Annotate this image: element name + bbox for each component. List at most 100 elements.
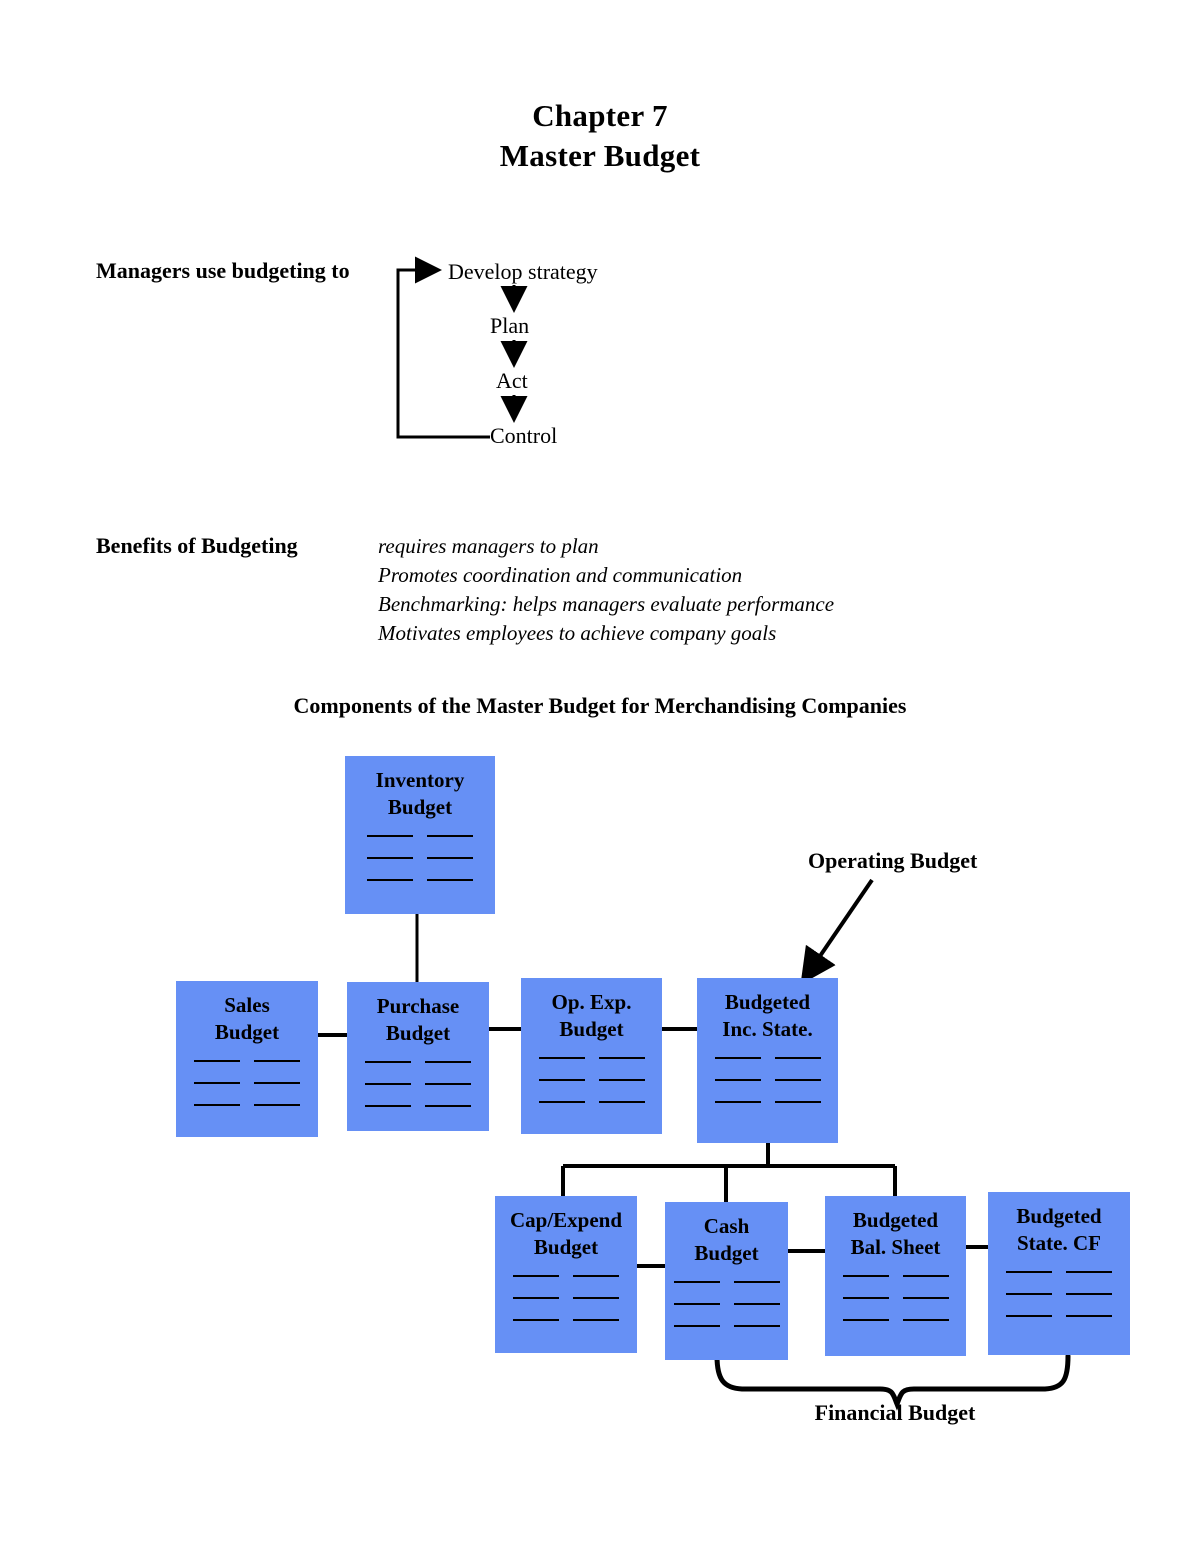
- rule-row: [194, 1060, 300, 1062]
- box-label: Purchase Budget: [376, 994, 460, 1045]
- rule-segment: [365, 1061, 411, 1063]
- cycle-step-plan: Plan: [490, 313, 530, 338]
- rule-row: [538, 1101, 645, 1103]
- components-heading: Components of the Master Budget for Merc…: [293, 693, 907, 718]
- rule-segment: [367, 857, 413, 859]
- page-title: Chapter 7 Master Budget: [0, 96, 1200, 176]
- rule-row: [365, 1083, 471, 1085]
- rule-row: [842, 1297, 949, 1299]
- box-budgeted-inc-state[interactable]: Budgeted Inc. State.: [697, 978, 838, 1143]
- rule-row: [1006, 1315, 1112, 1317]
- rule-row: [842, 1319, 949, 1321]
- rule-segment: [774, 1101, 821, 1103]
- operating-budget-label: Operating Budget: [808, 848, 978, 873]
- rule-segment: [598, 1079, 645, 1081]
- rule-segment: [902, 1275, 949, 1277]
- rule-row: [367, 879, 473, 881]
- rule-segment: [538, 1057, 585, 1059]
- box-label: Op. Exp. Budget: [551, 990, 632, 1041]
- box-label: Budgeted State. CF: [1016, 1204, 1102, 1255]
- box-rule-lines: [521, 1057, 662, 1103]
- box-cap-expend-budget[interactable]: Cap/Expend Budget: [495, 1196, 637, 1353]
- box-rule-lines: [988, 1271, 1130, 1317]
- rule-segment: [1066, 1271, 1112, 1273]
- box-budgeted-bal-sheet[interactable]: Budgeted Bal. Sheet: [825, 1196, 966, 1356]
- cycle-step-control: Control: [490, 423, 558, 448]
- rule-segment: [513, 1275, 559, 1277]
- rule-segment: [673, 1303, 720, 1305]
- rule-row: [367, 835, 473, 837]
- rule-segment: [733, 1325, 780, 1327]
- rule-segment: [1066, 1315, 1112, 1317]
- rule-segment: [365, 1105, 411, 1107]
- rule-segment: [194, 1082, 240, 1084]
- rule-row: [673, 1303, 780, 1305]
- rule-segment: [538, 1101, 585, 1103]
- financial-budget-label: Financial Budget: [0, 1400, 1200, 1426]
- rule-segment: [902, 1297, 949, 1299]
- rule-row: [714, 1101, 821, 1103]
- rule-segment: [1006, 1293, 1052, 1295]
- rule-segment: [367, 835, 413, 837]
- budget-cycle-arrows: [396, 256, 528, 439]
- box-sales-budget[interactable]: Sales Budget: [176, 981, 318, 1137]
- cycle-step-develop-strategy: Develop strategy: [448, 259, 598, 284]
- box-cash-budget[interactable]: Cash Budget: [665, 1202, 788, 1360]
- rule-row: [1006, 1293, 1112, 1295]
- rule-segment: [513, 1319, 559, 1321]
- box-rule-lines: [176, 1060, 318, 1106]
- rule-segment: [774, 1079, 821, 1081]
- rule-segment: [842, 1319, 889, 1321]
- rule-row: [194, 1104, 300, 1106]
- title-line-subject: Master Budget: [499, 138, 701, 173]
- benefit-item: Benchmarking: helps managers evaluate pe…: [378, 592, 835, 616]
- rule-segment: [427, 835, 473, 837]
- box-rule-lines: [697, 1057, 838, 1103]
- rule-segment: [425, 1083, 471, 1085]
- rule-row: [538, 1057, 645, 1059]
- rule-segment: [673, 1281, 720, 1283]
- box-label: Sales Budget: [214, 993, 280, 1044]
- rule-segment: [538, 1079, 585, 1081]
- rule-segment: [673, 1325, 720, 1327]
- benefits-label: Benefits of Budgeting: [96, 533, 298, 558]
- box-label: Inventory Budget: [375, 768, 465, 819]
- rule-segment: [598, 1057, 645, 1059]
- box-budgeted-state-cf[interactable]: Budgeted State. CF: [988, 1192, 1130, 1355]
- rule-row: [513, 1275, 619, 1277]
- rule-segment: [842, 1275, 889, 1277]
- rule-segment: [714, 1079, 761, 1081]
- box-op-exp-budget[interactable]: Op. Exp. Budget: [521, 978, 662, 1134]
- rule-segment: [425, 1105, 471, 1107]
- rule-row: [194, 1082, 300, 1084]
- box-rule-lines: [825, 1275, 966, 1321]
- budget-cycle-label: Managers use budgeting to: [96, 258, 350, 283]
- financial-budget-label-text: Financial Budget: [814, 1400, 976, 1425]
- rule-segment: [1006, 1315, 1052, 1317]
- rule-segment: [425, 1061, 471, 1063]
- rule-row: [365, 1105, 471, 1107]
- rule-row: [673, 1281, 780, 1283]
- rule-segment: [194, 1060, 240, 1062]
- rule-segment: [1006, 1271, 1052, 1273]
- box-rule-lines: [347, 1061, 489, 1107]
- box-label: Budgeted Inc. State.: [722, 990, 813, 1041]
- rule-segment: [194, 1104, 240, 1106]
- rule-segment: [254, 1060, 300, 1062]
- box-inventory-budget[interactable]: Inventory Budget: [345, 756, 495, 914]
- rule-segment: [254, 1104, 300, 1106]
- rule-segment: [427, 879, 473, 881]
- rule-row: [538, 1079, 645, 1081]
- benefit-item: Motivates employees to achieve company g…: [378, 621, 777, 645]
- rule-segment: [365, 1083, 411, 1085]
- rule-segment: [714, 1101, 761, 1103]
- benefit-item: Promotes coordination and communication: [378, 563, 743, 587]
- box-purchase-budget[interactable]: Purchase Budget: [347, 982, 489, 1131]
- box-rule-lines: [665, 1281, 788, 1327]
- rule-segment: [733, 1303, 780, 1305]
- rule-row: [714, 1079, 821, 1081]
- rule-segment: [733, 1281, 780, 1283]
- rule-segment: [427, 857, 473, 859]
